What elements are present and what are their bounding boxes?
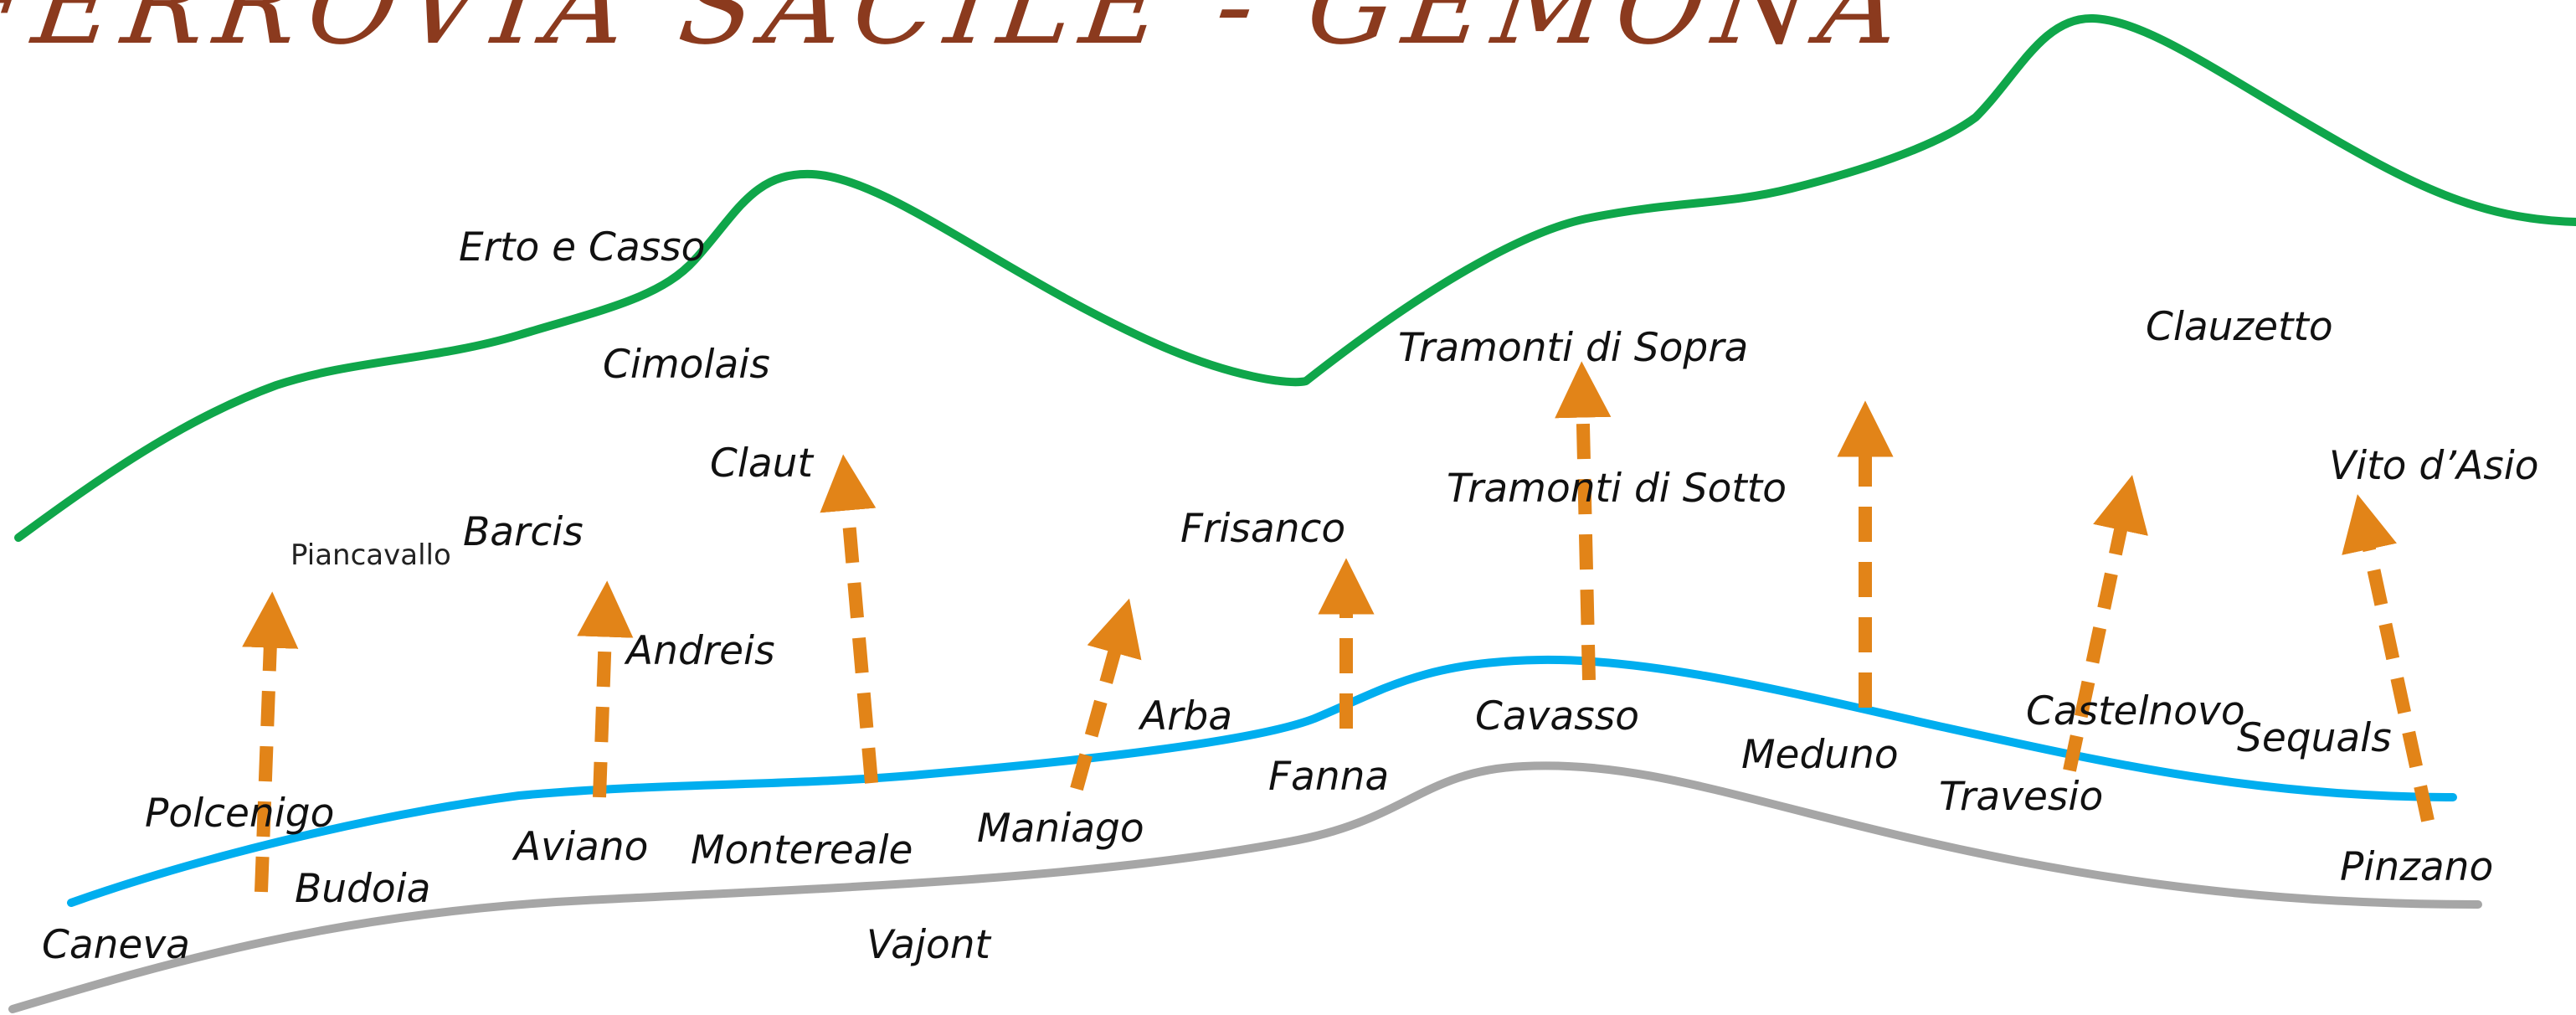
label-tramonti-di-sotto: Tramonti di Sotto [1447, 466, 1787, 512]
label-fanna: Fanna [1268, 754, 1390, 800]
label-erto-e-casso: Erto e Casso [459, 224, 706, 270]
label-cavasso: Cavasso [1475, 693, 1639, 739]
label-barcis: Barcis [463, 509, 584, 555]
label-sequals: Sequals [2237, 715, 2392, 761]
arrow-cavasso [1555, 361, 1612, 681]
label-arba: Arba [1140, 693, 1233, 739]
mountain-ridge-line [14, 13, 2576, 542]
arrow-travesio [2063, 475, 2148, 772]
label-vajont: Vajont [866, 922, 990, 968]
label-meduno: Meduno [1741, 732, 1899, 778]
label-castelnovo: Castelnovo [2026, 688, 2245, 734]
label-montereale: Montereale [691, 827, 913, 873]
label-frisanco: Frisanco [1180, 506, 1346, 552]
label-budoia: Budoia [295, 866, 431, 912]
arrow-montereale [820, 454, 878, 784]
arrow-pinzano [2342, 494, 2435, 822]
railway-line [67, 655, 2457, 907]
label-maniago: Maniago [977, 806, 1144, 852]
arrow-polcenigo [242, 591, 299, 893]
label-aviano: Aviano [514, 824, 649, 870]
label-clauzetto: Clauzetto [2146, 304, 2333, 350]
arrow-aviano [577, 580, 634, 798]
label-vito-dasio: Vito d’Asio [2329, 443, 2539, 489]
label-andreis: Andreis [626, 628, 775, 674]
label-caneva: Caneva [42, 922, 190, 968]
road-line [8, 761, 2482, 1013]
label-pinzano: Pinzano [2340, 844, 2494, 890]
label-tramonti-di-sopra: Tramonti di Sopra [1398, 325, 1749, 371]
label-travesio: Travesio [1939, 774, 2104, 820]
label-cimolais: Cimolais [603, 342, 770, 388]
arrows [242, 361, 2435, 893]
label-polcenigo: Polcenigo [145, 791, 335, 837]
label-piancavallo: Piancavallo [291, 538, 451, 572]
arrow-maniago [1070, 598, 1142, 791]
label-claut: Claut [710, 441, 813, 487]
